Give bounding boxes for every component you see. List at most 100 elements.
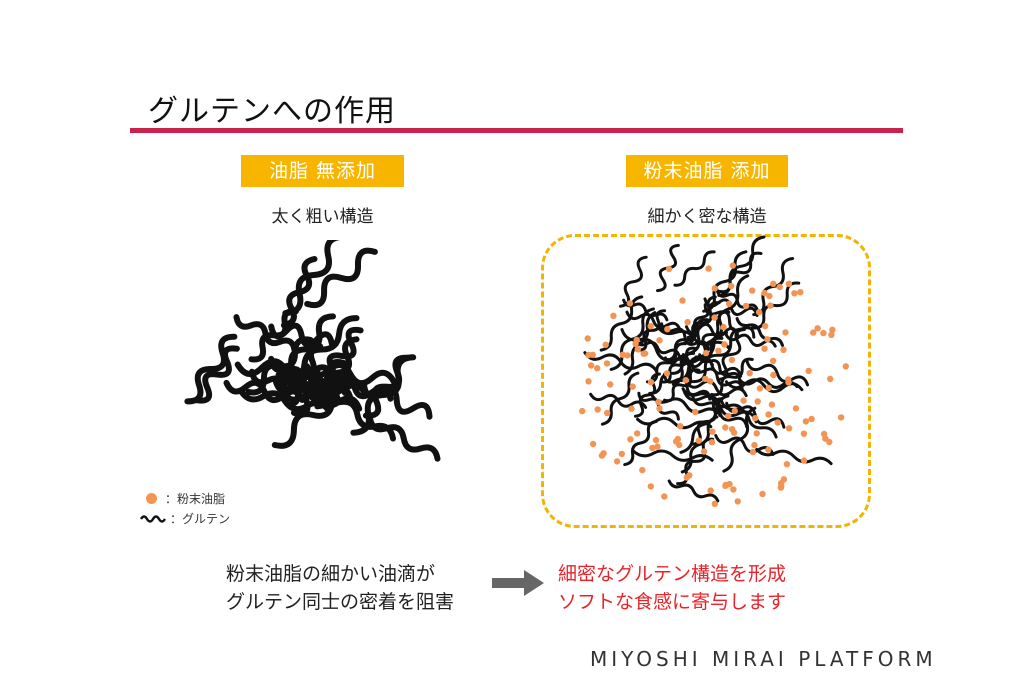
fine-gluten-strand [716, 328, 746, 381]
fat-particle [720, 323, 727, 331]
badge-powder-fat: 粉末油脂 添加 [626, 155, 788, 187]
fine-gluten-strand [663, 368, 701, 403]
arrow-right-icon [492, 570, 544, 596]
fat-particle [814, 325, 821, 332]
fat-particle [728, 356, 736, 364]
title-underline [130, 128, 903, 133]
fat-particle [725, 300, 733, 307]
fat-particle [805, 367, 812, 375]
fat-particle [633, 336, 640, 344]
fat-particle [826, 438, 833, 446]
fine-gluten-network [579, 235, 849, 507]
fat-particle [634, 346, 641, 353]
description-left-line2: グルテン同士の密着を阻害 [226, 591, 455, 613]
fat-particle [761, 345, 768, 352]
fat-particle [820, 430, 828, 438]
fat-particle [780, 476, 788, 483]
fat-particle [782, 329, 789, 336]
fat-particle [708, 439, 716, 446]
coarse-gluten-strand [319, 326, 364, 385]
fat-particle [725, 412, 732, 420]
fat-particle [654, 443, 661, 450]
coarse-gluten-strand [318, 387, 396, 442]
fat-particle [828, 331, 835, 338]
fat-particle [700, 448, 708, 455]
fat-particle [837, 414, 845, 421]
fat-particle [663, 370, 671, 377]
fat-particle [610, 312, 617, 319]
fine-gluten-strand [671, 320, 709, 386]
coarse-gluten-strand [274, 364, 348, 396]
fat-particle [626, 300, 634, 307]
gluten-strand-icon [140, 515, 166, 523]
fat-particle [628, 405, 635, 412]
legend-row-gluten: ：グルテン [140, 508, 230, 528]
legend-row-particle: ：粉末油脂 [140, 488, 230, 508]
fat-particle [768, 401, 776, 408]
fat-particle [752, 415, 759, 422]
fat-particle [742, 302, 750, 310]
fat-particle [587, 362, 595, 369]
fine-gluten-strand [691, 327, 745, 384]
fat-particle [585, 378, 592, 385]
fine-gluten-strand [660, 346, 697, 384]
fat-particle [715, 347, 722, 354]
fine-gluten-strand [663, 372, 712, 401]
fat-particle [649, 444, 656, 452]
coarse-gluten-strand [268, 322, 335, 348]
fine-gluten-strand [650, 394, 722, 418]
fat-particle [647, 483, 654, 490]
fine-gluten-strand [706, 274, 750, 345]
fat-particle [762, 322, 769, 330]
footer-brand: MIYOSHI MIRAI PLATFORM [590, 647, 937, 671]
fat-particle [705, 265, 712, 272]
legend-gluten-label: ：グルテン [170, 511, 231, 526]
coarse-gluten-strand [273, 379, 363, 412]
fine-gluten-strand [619, 255, 648, 308]
description-right: 細密なグルテン構造を形成 ソフトな食感に寄与します [558, 560, 786, 616]
fine-gluten-strand [636, 309, 667, 352]
fat-particle [702, 349, 710, 357]
fat-particle [727, 282, 735, 290]
fat-particle [589, 440, 597, 448]
fat-particle [746, 370, 753, 377]
fine-gluten-strand [631, 449, 714, 462]
fine-gluten-strand [710, 357, 754, 397]
coarse-gluten-strand [282, 240, 341, 317]
fat-particle [604, 409, 611, 417]
description-right-line1: 細密なグルテン構造を形成 [558, 563, 787, 585]
fine-gluten-strand [680, 415, 719, 474]
dashed-highlight-frame [541, 234, 871, 528]
fat-particle [579, 407, 586, 415]
fat-particle [682, 377, 689, 384]
legend-particle-label: ：粉末油脂 [165, 491, 226, 506]
fat-particle [802, 418, 810, 425]
coarse-gluten-strand [276, 377, 342, 405]
coarse-gluten-strand [304, 247, 378, 309]
fine-gluten-strand [714, 433, 775, 456]
fat-particle [686, 472, 693, 479]
fat-particle [661, 493, 668, 500]
fine-gluten-strand [691, 394, 749, 429]
fat-particle [695, 437, 702, 444]
fine-gluten-strand [717, 235, 766, 297]
description-left-line1: 粉末油脂の細かい油滴が [226, 563, 436, 585]
fat-particle [780, 346, 787, 353]
legend: ：粉末油脂 ：グルテン [140, 488, 230, 528]
page-title: グルテンへの作用 [148, 94, 396, 129]
fine-gluten-strand [667, 479, 720, 503]
fat-particle [785, 280, 793, 287]
fat-particle [672, 438, 680, 445]
fat-particle [618, 450, 625, 458]
fat-particle [800, 430, 808, 437]
fat-particle [656, 337, 663, 344]
fat-particle [730, 429, 738, 436]
fat-particle [702, 375, 709, 383]
fat-particle [640, 350, 647, 357]
fat-particle [647, 379, 655, 386]
fine-gluten-strand [623, 419, 658, 467]
fine-gluten-strand [589, 392, 648, 409]
fine-gluten-strand [583, 351, 658, 373]
fat-particle [764, 336, 771, 343]
coarse-gluten-network [184, 240, 441, 462]
